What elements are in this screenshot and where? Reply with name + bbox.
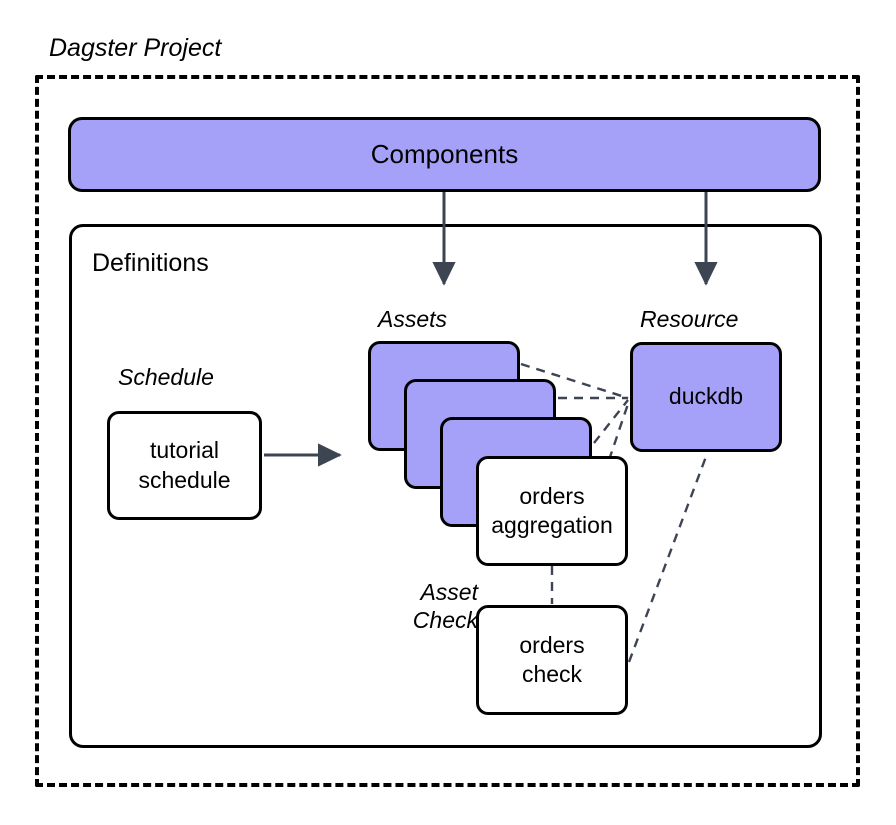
asset-check-caption: Asset Check — [412, 579, 478, 634]
node-duckdb[interactable]: duckdb — [630, 342, 782, 452]
node-tutorial-schedule[interactable]: tutorial schedule — [107, 411, 262, 520]
project-frame-dashed-border — [35, 75, 860, 787]
node-orders-aggregation[interactable]: orders aggregation — [476, 456, 628, 566]
node-components[interactable]: Components — [68, 117, 821, 192]
assets-caption: Assets — [378, 306, 448, 332]
schedule-caption: Schedule — [118, 364, 214, 390]
project-frame-title: Dagster Project — [49, 34, 222, 62]
resource-caption: Resource — [640, 306, 739, 332]
node-orders-check[interactable]: orders check — [476, 605, 628, 715]
definitions-title: Definitions — [92, 249, 209, 277]
